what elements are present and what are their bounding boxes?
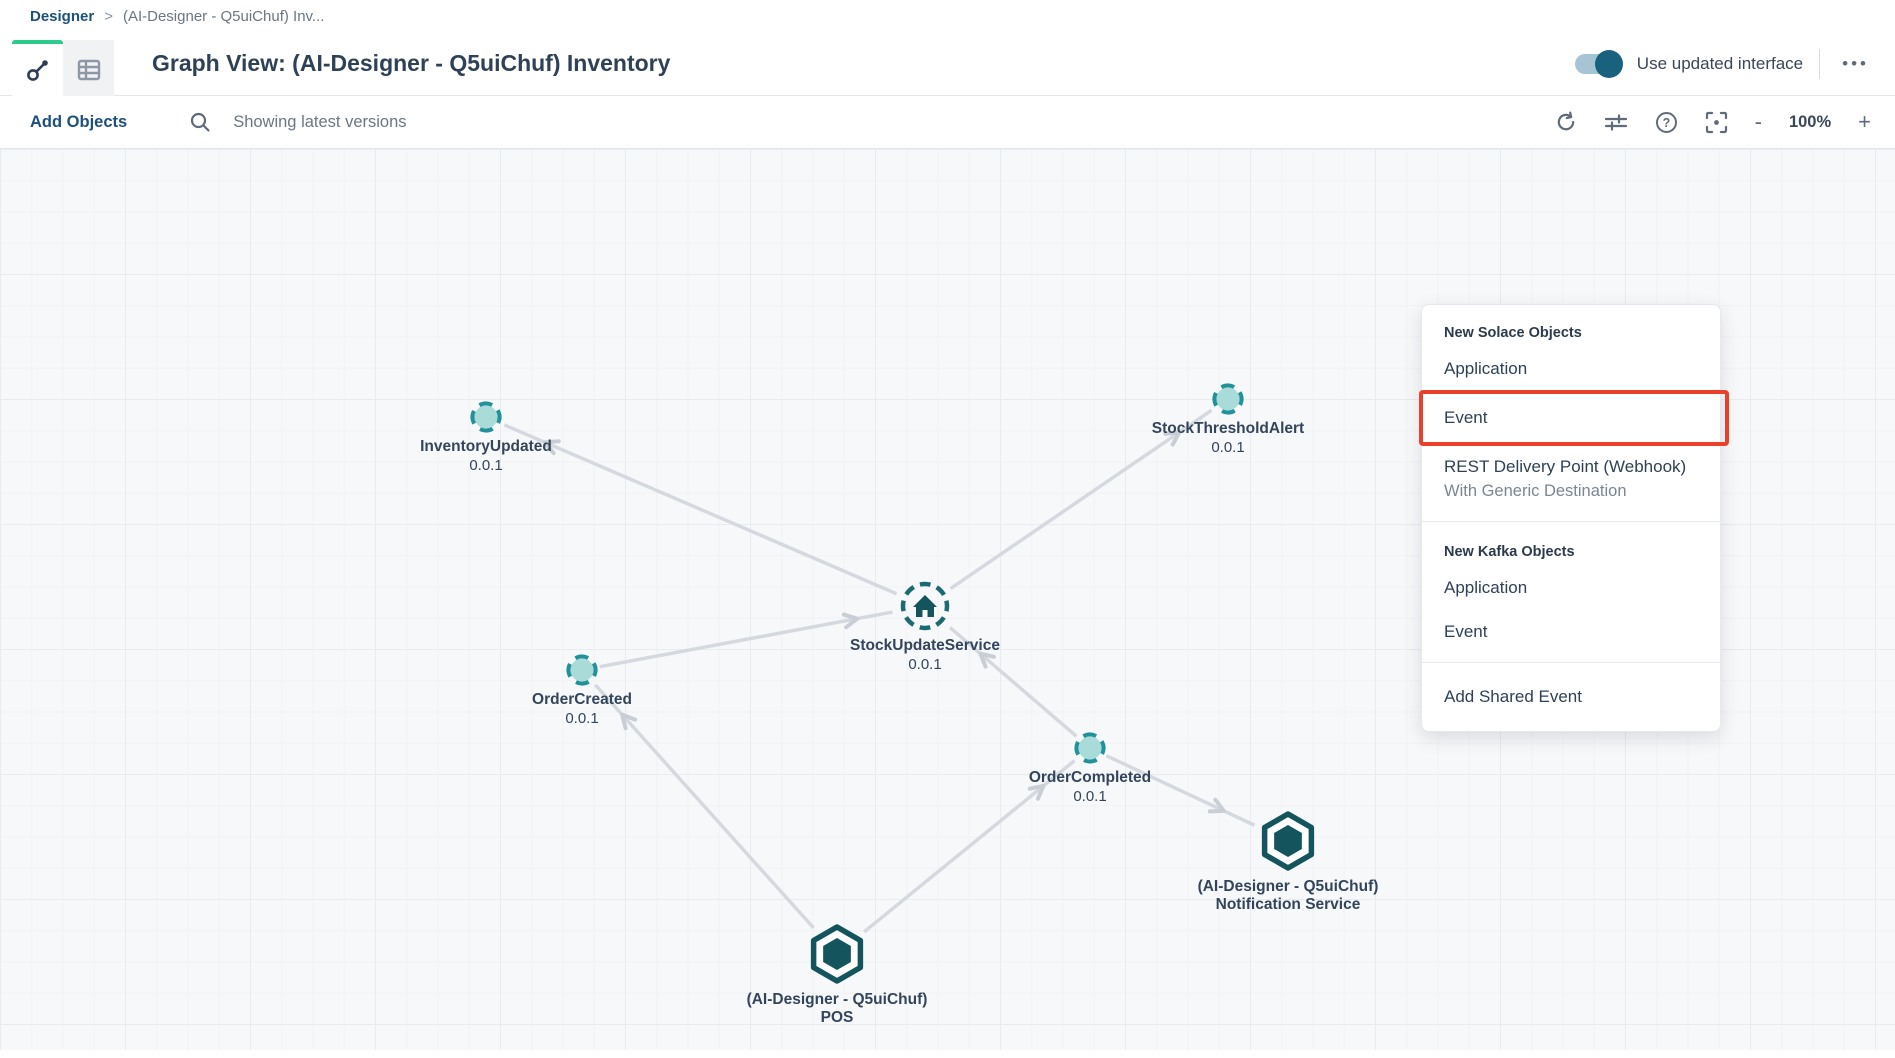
breadcrumb-designer-link[interactable]: Designer [30, 7, 95, 25]
node-stock-update-service[interactable] [898, 579, 951, 632]
menu-item-solace-application[interactable]: Application [1444, 359, 1528, 378]
header-right: Use updated interface ••• [1574, 48, 1895, 79]
menu-item-rdp-sublabel: With Generic Destination [1444, 482, 1627, 500]
edge-stock-update-service-to-inventory-updated [503, 423, 898, 596]
event-icon [1216, 387, 1240, 411]
version-status-text: Showing latest versions [233, 112, 407, 131]
menu-divider [1422, 662, 1720, 663]
event-dashed-ring-icon [1074, 732, 1106, 764]
edge-arrow-icon [542, 439, 561, 456]
more-options-button[interactable]: ••• [1842, 53, 1869, 73]
menu-item-rdp-label: REST Delivery Point (Webhook) [1444, 457, 1687, 476]
hexagon-core-icon [1274, 825, 1302, 857]
node-label: 0.0.1 [1073, 788, 1106, 805]
toggle-label: Use updated interface [1636, 53, 1804, 73]
use-updated-interface-toggle[interactable] [1574, 49, 1623, 78]
edge-order-completed-to-stock-update-service [948, 626, 1078, 738]
toolbar: Add Objects Showing latest versions [0, 96, 1895, 149]
hexagon-core-icon [823, 938, 851, 970]
node-label: POS [821, 1009, 854, 1026]
table-view-icon [77, 59, 100, 81]
node-label: (AI-Designer - Q5uiChuf) [747, 991, 928, 1008]
edge-order-completed-to-notification-service [1105, 754, 1256, 827]
zoom-in-button[interactable]: + [1858, 109, 1871, 134]
header: Graph View: (AI-Designer - Q5uiChuf) Inv… [0, 32, 1895, 96]
node-order-completed[interactable] [1072, 730, 1109, 767]
event-dashed-ring-icon [470, 401, 502, 433]
add-objects-button[interactable]: Add Objects [30, 112, 128, 131]
node-label: 0.0.1 [565, 710, 598, 727]
toggle-knob [1594, 49, 1623, 78]
filter-settings-icon[interactable] [1604, 111, 1628, 133]
node-label: OrderCreated [532, 691, 632, 708]
menu-item-rest-delivery-point[interactable]: REST Delivery Point (Webhook) With Gener… [1422, 445, 1720, 513]
node-label: (AI-Designer - Q5uiChuf) [1198, 878, 1379, 895]
search-icon[interactable] [189, 111, 211, 133]
event-icon [474, 405, 498, 429]
node-label: StockThresholdAlert [1152, 420, 1304, 437]
menu-item-kafka-application[interactable]: Application [1444, 578, 1528, 597]
refresh-icon[interactable] [1555, 111, 1577, 133]
node-label: InventoryUpdated [420, 438, 552, 455]
edge-stock-update-service-to-stock-threshold-alert [949, 408, 1213, 590]
node-label: OrderCompleted [1029, 769, 1151, 786]
edge-arrow-icon [1163, 430, 1182, 447]
graph-view-icon [26, 60, 48, 81]
view-tabs [12, 40, 114, 96]
fit-to-screen-icon[interactable] [1705, 111, 1728, 134]
edge-order-created-to-stock-update-service [599, 610, 893, 669]
menu-item-solace-event-label: Event [1444, 408, 1488, 427]
page-title-name: (AI-Designer - Q5uiChuf) Inventory [292, 50, 671, 76]
help-icon[interactable]: ? [1655, 111, 1678, 134]
menu-item-add-shared-event[interactable]: Add Shared Event [1444, 687, 1582, 706]
edge-arrow-icon [841, 612, 860, 630]
menu-item-kafka-event[interactable]: Event [1444, 622, 1488, 641]
tab-graph-view[interactable] [12, 40, 63, 96]
edge-pos-to-order-created [594, 683, 815, 930]
page-title: Graph View: (AI-Designer - Q5uiChuf) Inv… [152, 50, 670, 77]
event-icon [570, 658, 594, 682]
breadcrumb-current: (AI-Designer - Q5uiChuf) Inv... [122, 7, 325, 25]
node-pos[interactable] [810, 924, 864, 984]
edge-pos-to-order-completed [863, 759, 1076, 934]
node-notification-service[interactable] [1261, 811, 1315, 871]
edge-arrow-icon [1027, 783, 1046, 801]
header-divider [1819, 48, 1821, 79]
menu-item-solace-event[interactable]: Event [1419, 390, 1729, 446]
breadcrumb-separator-icon: > [104, 7, 113, 25]
home-door-icon [922, 610, 928, 617]
graph-canvas-svg: InventoryUpdated 0.0.1 StockThresholdAlert… [420, 381, 1379, 1026]
edge-arrow-icon [620, 712, 638, 731]
edge-arrow-icon [978, 651, 996, 669]
add-objects-menu: New Solace Objects Application Event RES… [1419, 304, 1729, 732]
node-label: 0.0.1 [908, 656, 941, 673]
zoom-level: 100% [1788, 112, 1832, 131]
node-stock-threshold-alert[interactable] [1210, 381, 1247, 418]
home-icon [913, 595, 937, 617]
node-label: Notification Service [1216, 896, 1361, 913]
node-order-created[interactable] [564, 652, 601, 689]
node-label: 0.0.1 [469, 457, 502, 474]
node-inventory-updated[interactable] [468, 399, 505, 436]
graph-canvas[interactable]: InventoryUpdated 0.0.1 StockThresholdAlert… [0, 149, 1895, 1057]
menu-section-header-kafka: New Kafka Objects [1444, 544, 1575, 560]
zoom-out-button[interactable]: - [1754, 109, 1762, 134]
menu-divider [1422, 521, 1720, 522]
event-dashed-ring-icon [566, 654, 598, 686]
svg-text:?: ? [1662, 116, 1670, 130]
canvas-bottom-strip [0, 1050, 1895, 1057]
edge-arrow-icon [1207, 797, 1226, 814]
page-title-prefix: Graph View: [152, 50, 286, 76]
node-label: StockUpdateService [850, 637, 1000, 654]
breadcrumb: Designer > (AI-Designer - Q5uiChuf) Inv.… [0, 0, 1895, 32]
event-icon [1078, 736, 1102, 760]
node-label: 0.0.1 [1211, 439, 1244, 456]
tab-table-view[interactable] [63, 40, 114, 96]
application-dashed-ring-icon [900, 581, 950, 631]
menu-section-header-solace: New Solace Objects [1444, 325, 1582, 341]
